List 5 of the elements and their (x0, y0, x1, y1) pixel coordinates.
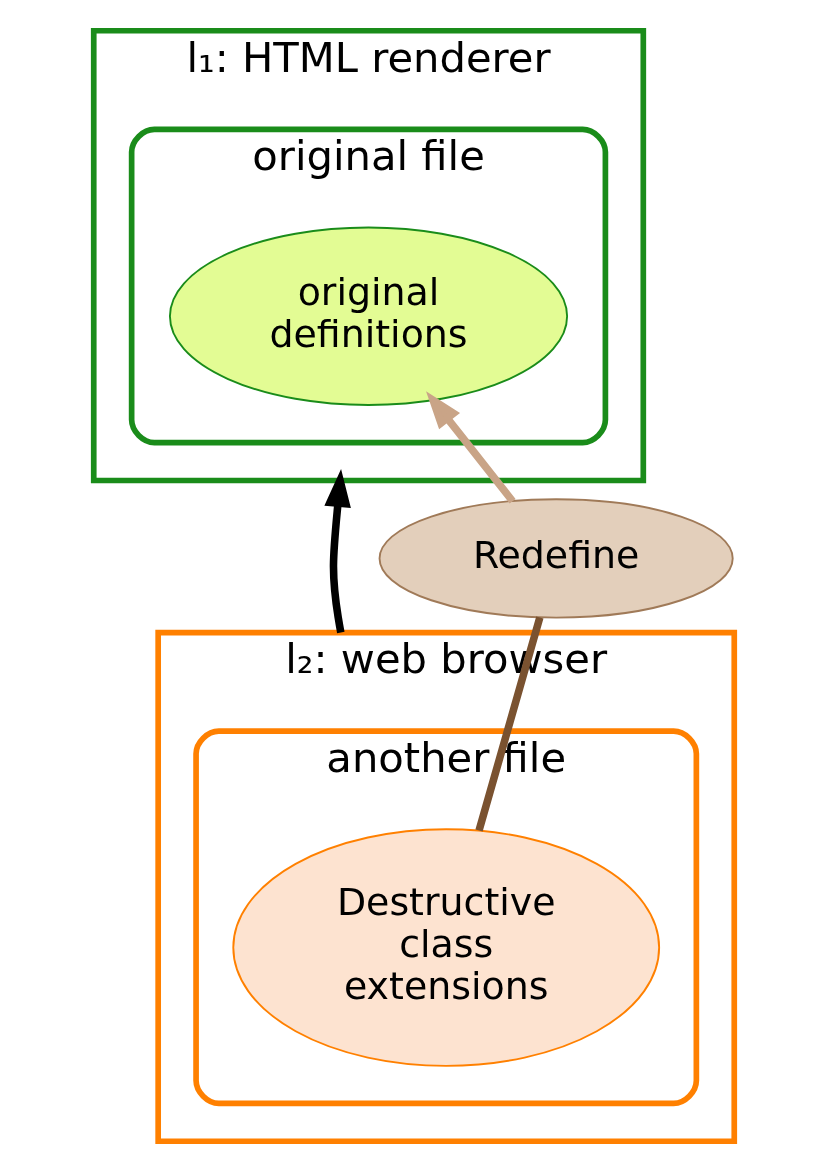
node-ellipse: Destructive class extensions (232, 828, 661, 1067)
node-ellipse: original definitions (168, 226, 569, 406)
arrow (324, 469, 351, 634)
arrow (426, 391, 516, 504)
node-ellipse: Redefine (378, 498, 734, 619)
